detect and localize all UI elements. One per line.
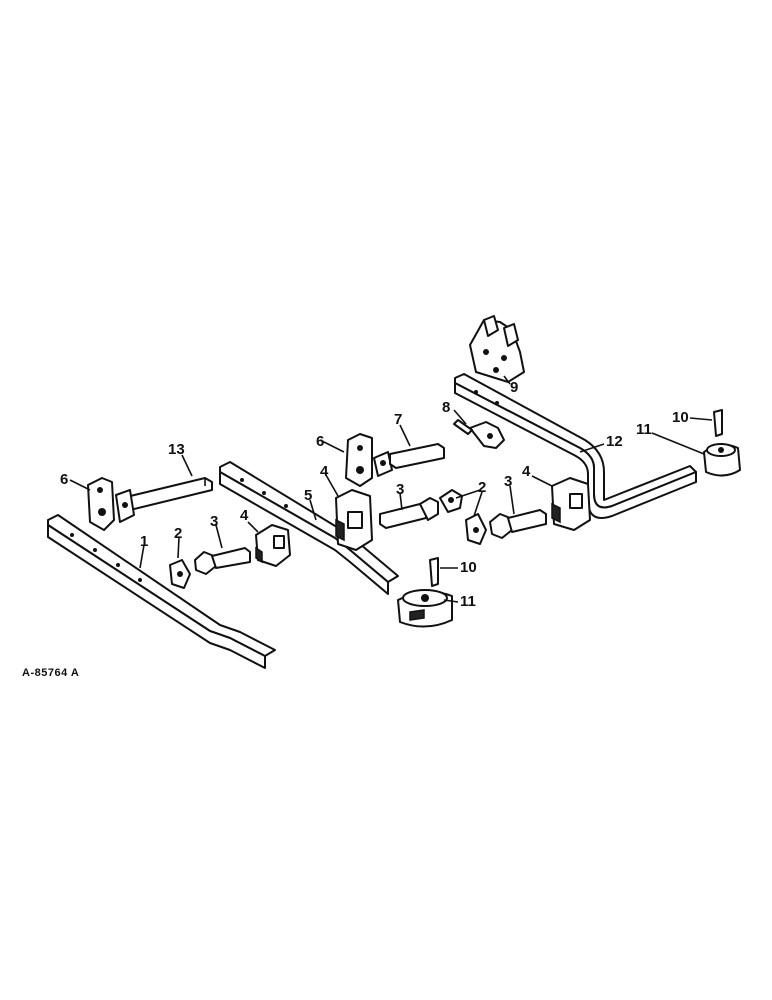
- callout-12: 12: [606, 433, 623, 450]
- callout-11-bottom: 11: [460, 593, 476, 610]
- callout-4-right: 4: [522, 463, 531, 480]
- pin-10-bottom: [429, 557, 439, 587]
- callout-10-bottom: 10: [460, 559, 477, 576]
- callout-5: 5: [304, 487, 312, 504]
- bent-bar-12: [454, 373, 697, 519]
- hook-bolt-8: [453, 419, 505, 449]
- callout-2-middle: 2: [478, 479, 486, 496]
- callout-3-left: 3: [210, 513, 218, 530]
- callout-13: 13: [168, 441, 185, 458]
- clamp-bracket-4-right: [551, 477, 591, 531]
- callout-8: 8: [442, 399, 450, 416]
- callout-9: 9: [510, 379, 518, 396]
- mounting-bracket-6-middle: [345, 433, 393, 487]
- square-bar-1: [47, 514, 276, 669]
- collar-11-right: [703, 443, 741, 477]
- square-shaft-13: [121, 477, 213, 511]
- callout-3-right: 3: [504, 473, 512, 490]
- square-shaft-7: [389, 443, 445, 469]
- callout-4-middle: 4: [320, 463, 329, 480]
- mounting-bracket-6-left: [87, 477, 135, 531]
- callout-6-left: 6: [60, 471, 68, 488]
- callout-3-middle: 3: [396, 481, 404, 498]
- shank-bolt-3-middle: [379, 497, 439, 529]
- hitch-block-9: [469, 315, 525, 383]
- clamp-bracket-4-left: [255, 524, 291, 567]
- callout-7: 7: [394, 411, 402, 428]
- clamp-bracket-4-middle: [335, 489, 373, 551]
- callout-6-middle: 6: [316, 433, 324, 450]
- shank-bolt-3-left: [194, 547, 251, 575]
- callout-11-right: 11: [636, 421, 652, 438]
- callouts: 1 2 3 4 5 6 13 6 7 4 3 2 3 4 8 9 12 11 1…: [60, 379, 689, 610]
- figure-reference-code: A-85764 A: [22, 667, 79, 679]
- leader-lines: [69, 375, 713, 603]
- callout-2-left: 2: [174, 525, 182, 542]
- clamp-plate-2-left: [169, 559, 191, 589]
- callout-10-right: 10: [672, 409, 689, 426]
- clamp-plate-2-middle: [439, 489, 487, 545]
- shank-bolt-3-right: [489, 509, 547, 539]
- callout-4-left: 4: [240, 507, 249, 524]
- collar-11-bottom: [397, 589, 453, 628]
- callout-1: 1: [140, 533, 148, 550]
- pin-10-right: [713, 409, 723, 437]
